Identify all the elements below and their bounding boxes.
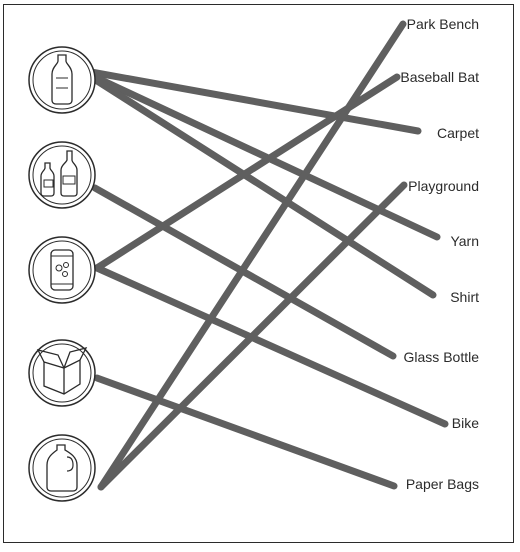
connection-line: [76, 66, 422, 135]
label-yarn: Yarn: [450, 233, 479, 249]
connection-line: [93, 374, 398, 490]
label-paper-bags: Paper Bags: [406, 476, 479, 492]
cardboard-box-icon: [28, 339, 96, 407]
glass-bottles-icon: [28, 141, 96, 209]
diagram-frame: [3, 4, 514, 543]
label-glass-bottle: Glass Bottle: [404, 349, 480, 365]
label-playground: Playground: [408, 178, 479, 194]
connection-line: [97, 20, 407, 491]
label-park-bench: Park Bench: [407, 16, 479, 32]
label-carpet: Carpet: [437, 125, 479, 141]
soda-can-icon: [28, 236, 96, 304]
plastic-bottle-icon: [28, 46, 96, 114]
label-bike: Bike: [452, 415, 479, 431]
label-shirt: Shirt: [450, 289, 479, 305]
connection-line: [93, 264, 449, 428]
label-baseball-bat: Baseball Bat: [400, 69, 479, 85]
connection-line: [76, 66, 437, 299]
milk-jug-icon: [28, 434, 96, 502]
connection-line: [97, 181, 408, 491]
product-labels: Park Bench Baseball Bat Carpet Playgroun…: [400, 16, 479, 492]
connection-lines: [76, 20, 449, 491]
